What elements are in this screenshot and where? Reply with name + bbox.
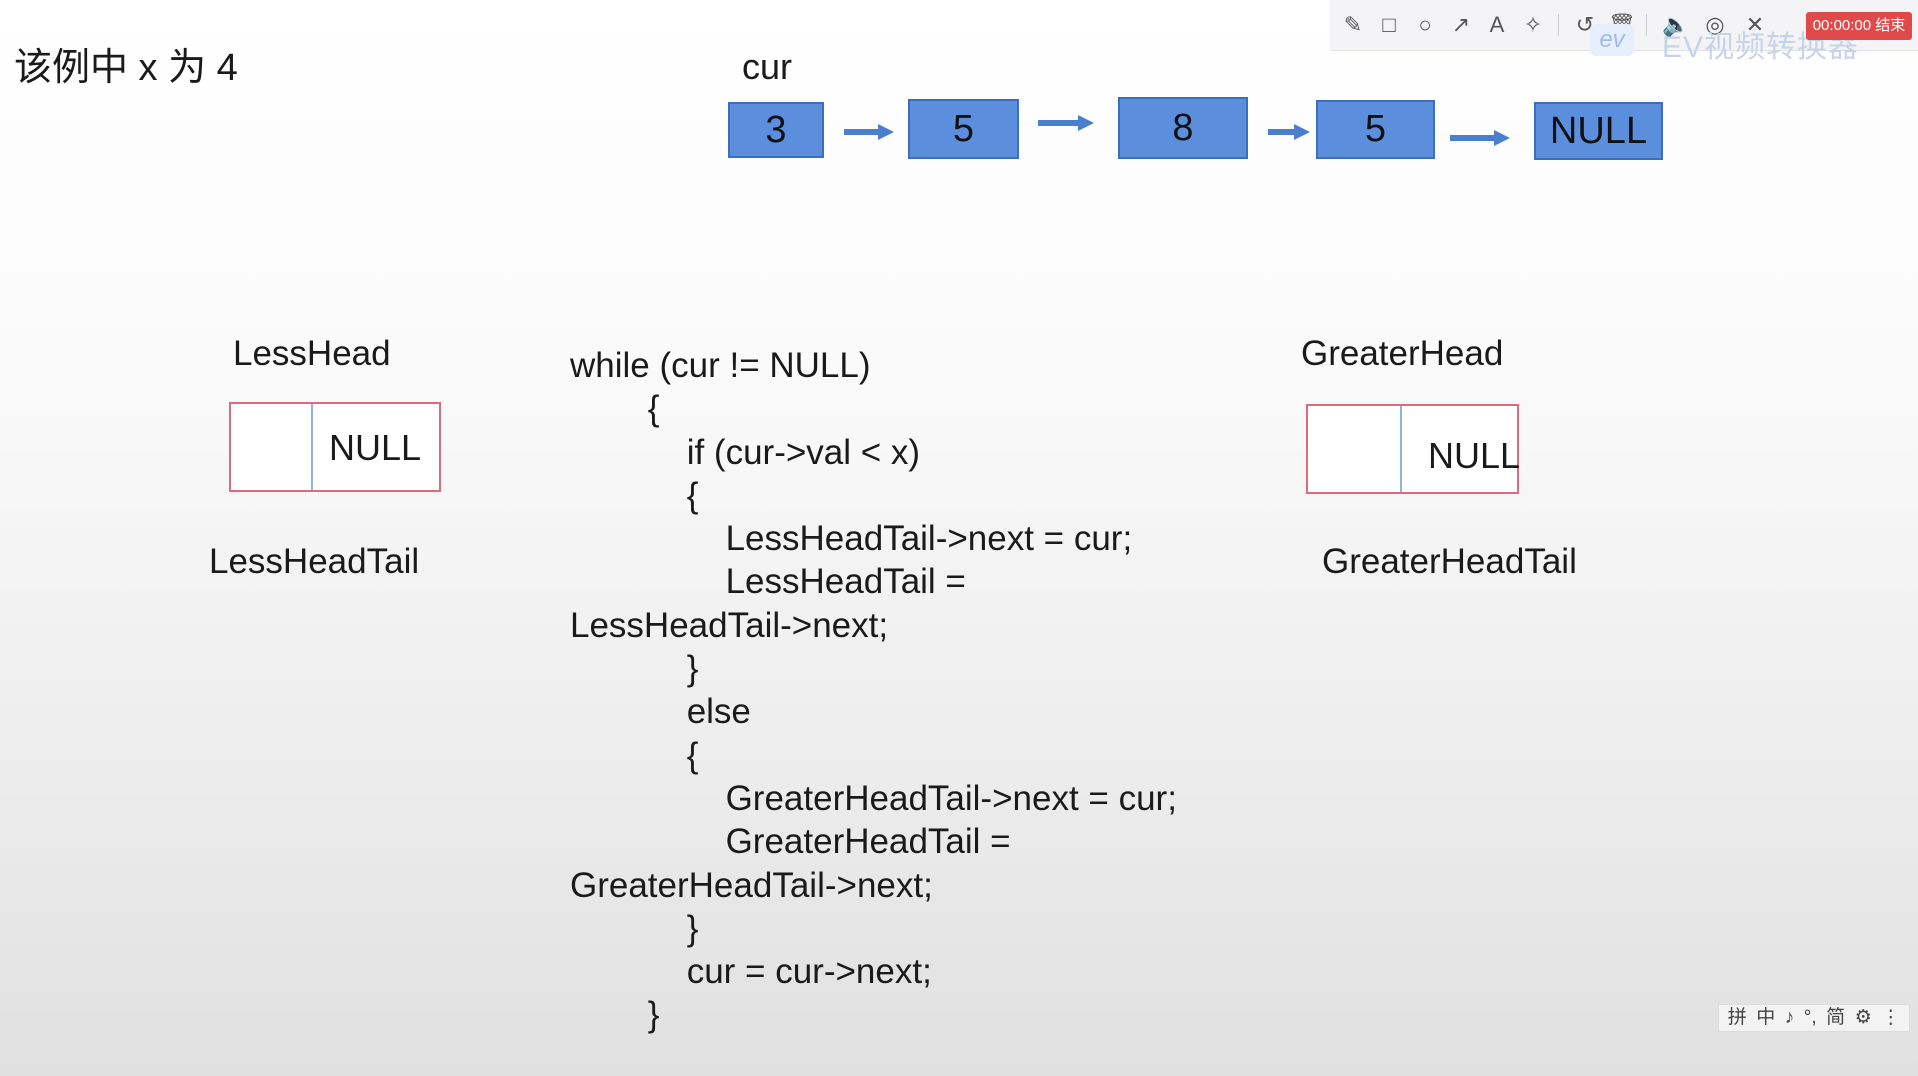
ime-punctuation-icon[interactable]: °, <box>1803 1007 1817 1028</box>
less-head-label: LessHead <box>233 334 391 373</box>
list-arrow <box>1268 124 1310 140</box>
list-node-2: 8 <box>1118 97 1248 159</box>
less-head-node: NULL <box>229 402 441 492</box>
arrow-icon[interactable]: ↗ <box>1451 12 1471 37</box>
list-arrow <box>844 124 894 140</box>
code-line: GreaterHeadTail = <box>570 822 1011 862</box>
close-icon[interactable]: ✕ <box>1745 12 1765 37</box>
list-arrow <box>1038 115 1094 131</box>
node-divider <box>311 404 313 490</box>
list-node-3: 5 <box>1316 100 1435 159</box>
text-icon[interactable]: A <box>1489 12 1505 37</box>
list-node-1: 5 <box>908 99 1019 159</box>
cur-pointer-label: cur <box>742 46 793 87</box>
ime-more-icon[interactable]: ⋮ <box>1881 1007 1901 1028</box>
camera-icon[interactable]: ◎ <box>1705 12 1725 37</box>
code-line: LessHeadTail->next = cur; <box>570 519 1133 559</box>
code-line: while (cur != NULL) <box>570 346 871 385</box>
pencil-icon[interactable]: ✎ <box>1343 12 1363 37</box>
list-node-0: 3 <box>728 102 824 158</box>
code-line: if (cur->val < x) <box>570 432 921 472</box>
less-tail-label: LessHeadTail <box>209 542 420 581</box>
less-head-value: NULL <box>329 427 422 468</box>
watermark-logo: ev <box>1590 24 1634 56</box>
code-line: { <box>570 735 699 775</box>
greater-head-value: NULL <box>1428 435 1521 476</box>
list-arrow <box>1450 130 1510 146</box>
code-line: else <box>570 692 751 732</box>
code-line: { <box>570 389 660 429</box>
list-node-null: NULL <box>1534 102 1663 160</box>
toolbar-separator <box>1558 14 1559 36</box>
code-line: GreaterHeadTail->next = cur; <box>570 778 1177 818</box>
code-line: LessHeadTail = <box>570 562 966 602</box>
code-line: GreaterHeadTail->next; <box>570 865 933 905</box>
greater-tail-label: GreaterHeadTail <box>1322 542 1577 581</box>
toolbar-separator <box>1646 14 1647 36</box>
rectangle-icon[interactable]: □ <box>1382 12 1396 37</box>
greater-head-label: GreaterHead <box>1301 334 1504 373</box>
ime-pinyin-icon[interactable]: 拼 <box>1727 1007 1747 1028</box>
node-divider <box>1400 406 1402 492</box>
circle-icon[interactable]: ○ <box>1418 12 1432 37</box>
code-line: cur = cur->next; <box>570 952 932 992</box>
ime-simplified-toggle[interactable]: 简 <box>1826 1007 1846 1028</box>
undo-icon[interactable]: ↺ <box>1575 12 1595 37</box>
ime-toolbar: 拼 中 ♪ °, 简 ⚙ ⋮ <box>1718 1004 1910 1032</box>
code-line: { <box>570 475 699 515</box>
code-line: } <box>570 995 660 1035</box>
code-block: while (cur != NULL) { if (cur->val < x) … <box>570 344 1177 1037</box>
ime-moon-icon[interactable]: ♪ <box>1784 1007 1795 1028</box>
code-line: LessHeadTail->next; <box>570 605 889 645</box>
page-title: 该例中 x 为 4 <box>14 47 238 89</box>
ime-chinese-toggle[interactable]: 中 <box>1756 1007 1776 1028</box>
code-line: } <box>570 649 699 689</box>
record-stop-button[interactable]: 00:00:00 结束 <box>1806 12 1912 40</box>
speaker-icon[interactable]: 🔈 <box>1662 12 1690 37</box>
greater-head-node: NULL <box>1306 404 1521 494</box>
magic-wand-icon[interactable]: ✧ <box>1523 12 1543 37</box>
code-line: } <box>570 908 699 948</box>
ime-settings-icon[interactable]: ⚙ <box>1854 1007 1872 1028</box>
